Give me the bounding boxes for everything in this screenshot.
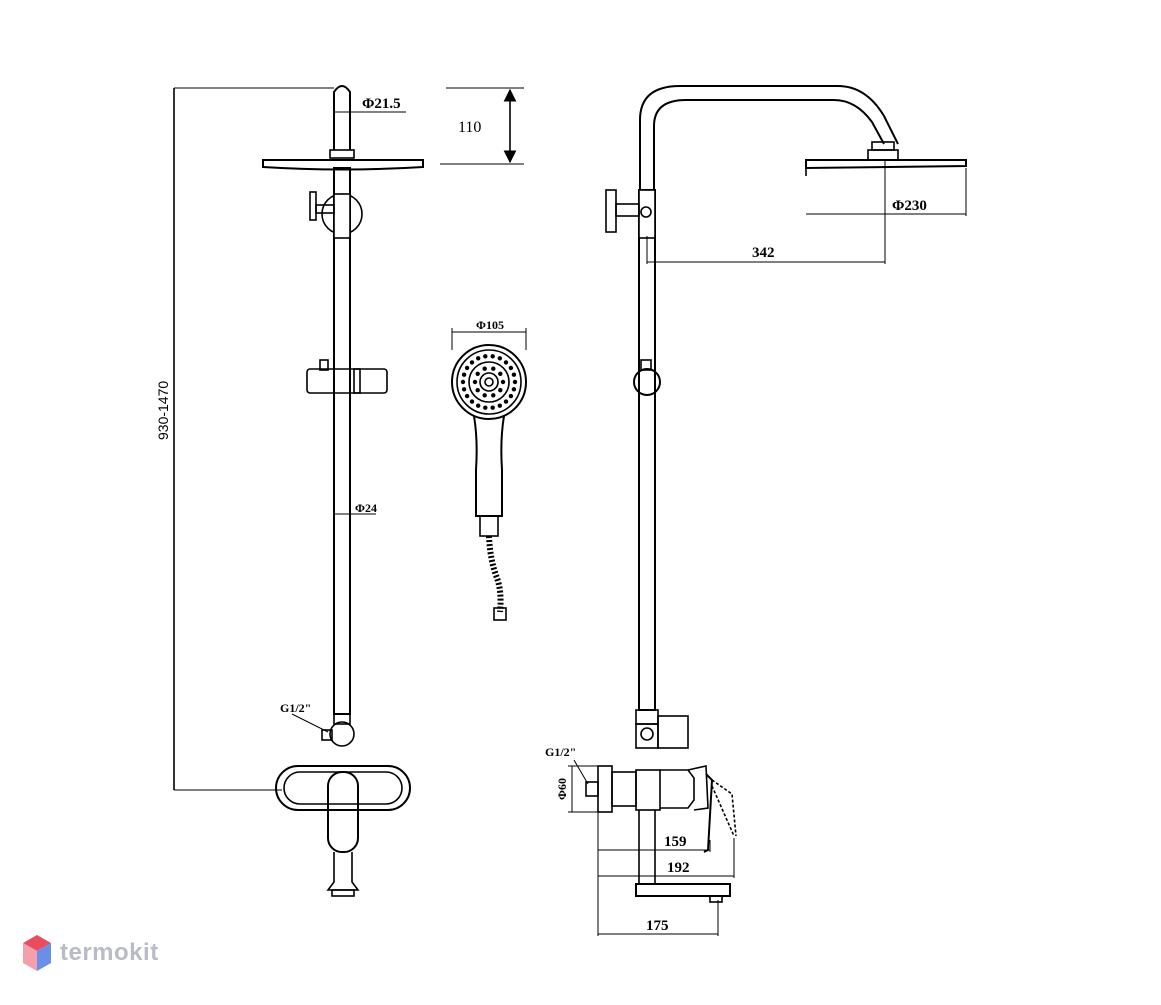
front-pipe-nut xyxy=(329,149,355,159)
dim-inlet-thread-front: G1/2" xyxy=(280,701,311,715)
side-arm xyxy=(639,85,899,192)
brand: termokit xyxy=(22,934,159,972)
hand-shower-handle xyxy=(473,415,505,517)
front-mixer-oval xyxy=(275,765,411,811)
nozzle-dot xyxy=(469,360,475,365)
nozzle-dot xyxy=(503,360,509,365)
nozzle-dot xyxy=(482,393,487,398)
side-rain-head xyxy=(805,159,967,170)
dim-escutcheon-diameter: Φ60 xyxy=(555,778,569,800)
side-base xyxy=(635,883,731,897)
nozzle-dot xyxy=(490,405,495,410)
dim-depth-175: 175 xyxy=(646,918,669,934)
nozzle-dot xyxy=(490,354,495,359)
nozzle-dot xyxy=(476,356,481,361)
nozzle-dot xyxy=(464,365,470,371)
side-view: Φ230 342 G1/2" Φ60 159 192 175 xyxy=(545,85,967,936)
termokit-logo-icon xyxy=(23,935,51,971)
nozzle-dot xyxy=(476,403,481,408)
brand-name: termokit xyxy=(60,939,159,966)
nozzle-dot xyxy=(483,354,488,359)
front-mixer-lever xyxy=(327,771,359,853)
nozzle-dot xyxy=(482,366,487,371)
nozzle-dot xyxy=(497,403,502,408)
nozzle-dot xyxy=(483,405,488,410)
dim-hand-shower-diameter: Φ105 xyxy=(476,318,504,332)
nozzle-dot xyxy=(464,393,470,399)
nozzle-dot xyxy=(497,356,502,361)
hose xyxy=(486,535,504,613)
side-main-bar xyxy=(638,189,656,711)
nozzle-dot xyxy=(475,371,480,376)
nozzle-dot xyxy=(461,387,467,392)
front-view: 930-1470 Φ21.5 110 Φ24 G1/2" xyxy=(155,85,524,897)
dim-rain-head-diameter: Φ230 xyxy=(892,198,927,214)
dim-head-offset: 110 xyxy=(458,119,481,136)
dim-top-pipe-diameter: Φ21.5 xyxy=(362,96,401,112)
nozzle-dot xyxy=(460,379,466,385)
nozzle-dot xyxy=(461,372,467,377)
front-main-bar xyxy=(333,167,351,715)
nozzle-dot xyxy=(511,387,517,392)
front-top-pipe xyxy=(333,85,351,150)
dim-depth-192: 192 xyxy=(667,860,690,876)
nozzle-dot xyxy=(491,366,496,371)
nozzle-dot xyxy=(503,399,509,404)
nozzle-dot xyxy=(498,371,503,376)
dim-total-height: 930-1470 xyxy=(155,381,171,440)
side-slider xyxy=(633,368,661,396)
front-slider-holder xyxy=(306,368,388,394)
nozzle-dot xyxy=(475,388,480,393)
nozzle-dot xyxy=(491,393,496,398)
nozzle-dot xyxy=(469,399,475,404)
dim-depth-159: 159 xyxy=(664,834,687,850)
hand-shower-head xyxy=(451,344,527,420)
nozzle-dot xyxy=(508,393,514,399)
dim-bar-diameter: Φ24 xyxy=(355,501,377,515)
nozzle-dot xyxy=(512,379,518,385)
hand-shower: Φ105 xyxy=(451,318,527,621)
nozzle-dot xyxy=(500,379,506,385)
nozzle-dot xyxy=(498,388,503,393)
dim-arm-reach: 342 xyxy=(752,245,775,261)
nozzle-dot xyxy=(511,372,517,377)
dim-inlet-thread-side: G1/2" xyxy=(545,745,576,759)
nozzle-dot xyxy=(508,365,514,371)
nozzle-dot xyxy=(472,379,478,385)
front-lower-connector xyxy=(329,721,355,747)
side-valve-body xyxy=(635,769,661,811)
